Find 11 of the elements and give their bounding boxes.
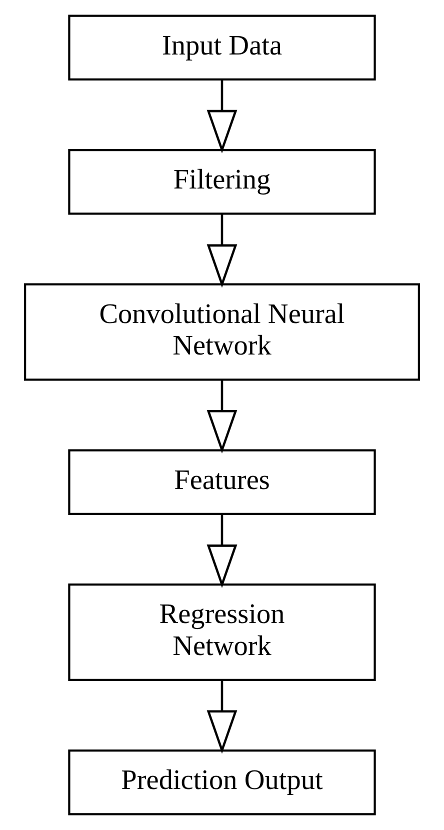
arrow <box>206 214 238 288</box>
node-box: Features <box>68 449 376 515</box>
arrow <box>206 380 238 454</box>
arrow <box>206 680 238 754</box>
node-box: Input Data <box>68 14 376 80</box>
arrow <box>206 514 238 588</box>
node-box: Filtering <box>68 149 376 215</box>
node-box: Regression Network <box>68 584 376 681</box>
arrow <box>206 80 238 154</box>
node-box: Convolutional Neural Network <box>24 283 420 381</box>
node-box: Prediction Output <box>68 750 376 816</box>
